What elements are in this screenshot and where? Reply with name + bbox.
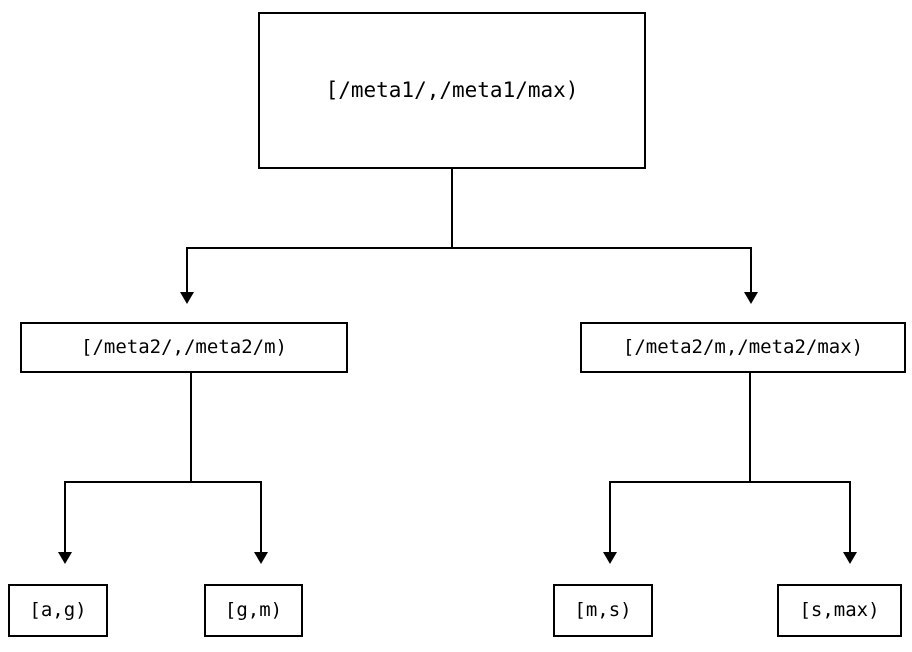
- tree-node-root[interactable]: [/meta1/,/meta1/max): [258, 12, 646, 169]
- tree-node-leaf-s-max[interactable]: [s,max): [777, 584, 902, 637]
- edge-mid-right-stem: [749, 373, 751, 483]
- edge-mid-right-to-leaf-ms: [609, 481, 611, 553]
- tree-node-leaf-a-g-label: [a,g): [29, 599, 87, 621]
- arrowhead-mid-right-to-leaf-ms: [603, 552, 617, 564]
- edge-mid-right-to-leaf-smax: [849, 481, 851, 553]
- tree-node-leaf-m-s-label: [m,s): [574, 599, 632, 621]
- arrowhead-mid-left-to-leaf-ag: [58, 552, 72, 564]
- arrowhead-root-to-mid-left: [180, 292, 194, 304]
- tree-node-leaf-m-s[interactable]: [m,s): [553, 584, 653, 637]
- tree-node-root-label: [/meta1/,/meta1/max): [325, 78, 579, 102]
- tree-node-mid-right-label: [/meta2/m,/meta2/max): [622, 336, 864, 358]
- edge-root-to-mid-left: [186, 247, 188, 293]
- tree-node-leaf-a-g[interactable]: [a,g): [8, 584, 108, 637]
- edge-mid-right-bus: [609, 481, 851, 483]
- edge-mid-left-bus: [64, 481, 262, 483]
- edge-mid-left-to-leaf-ag: [64, 481, 66, 553]
- edge-mid-left-stem: [190, 373, 192, 483]
- tree-node-leaf-g-m[interactable]: [g,m): [204, 584, 303, 637]
- tree-node-leaf-s-max-label: [s,max): [799, 599, 880, 621]
- tree-node-leaf-g-m-label: [g,m): [224, 599, 283, 621]
- edge-root-to-mid-right: [750, 247, 752, 293]
- edge-root-bus: [186, 247, 752, 249]
- arrowhead-mid-right-to-leaf-smax: [843, 552, 857, 564]
- arrowhead-root-to-mid-right: [744, 292, 758, 304]
- arrowhead-mid-left-to-leaf-gm: [254, 552, 268, 564]
- tree-node-mid-right[interactable]: [/meta2/m,/meta2/max): [580, 322, 906, 373]
- tree-node-mid-left-label: [/meta2/,/meta2/m): [81, 336, 287, 358]
- edge-mid-left-to-leaf-gm: [260, 481, 262, 553]
- tree-node-mid-left[interactable]: [/meta2/,/meta2/m): [20, 322, 348, 373]
- edge-root-stem: [451, 168, 453, 249]
